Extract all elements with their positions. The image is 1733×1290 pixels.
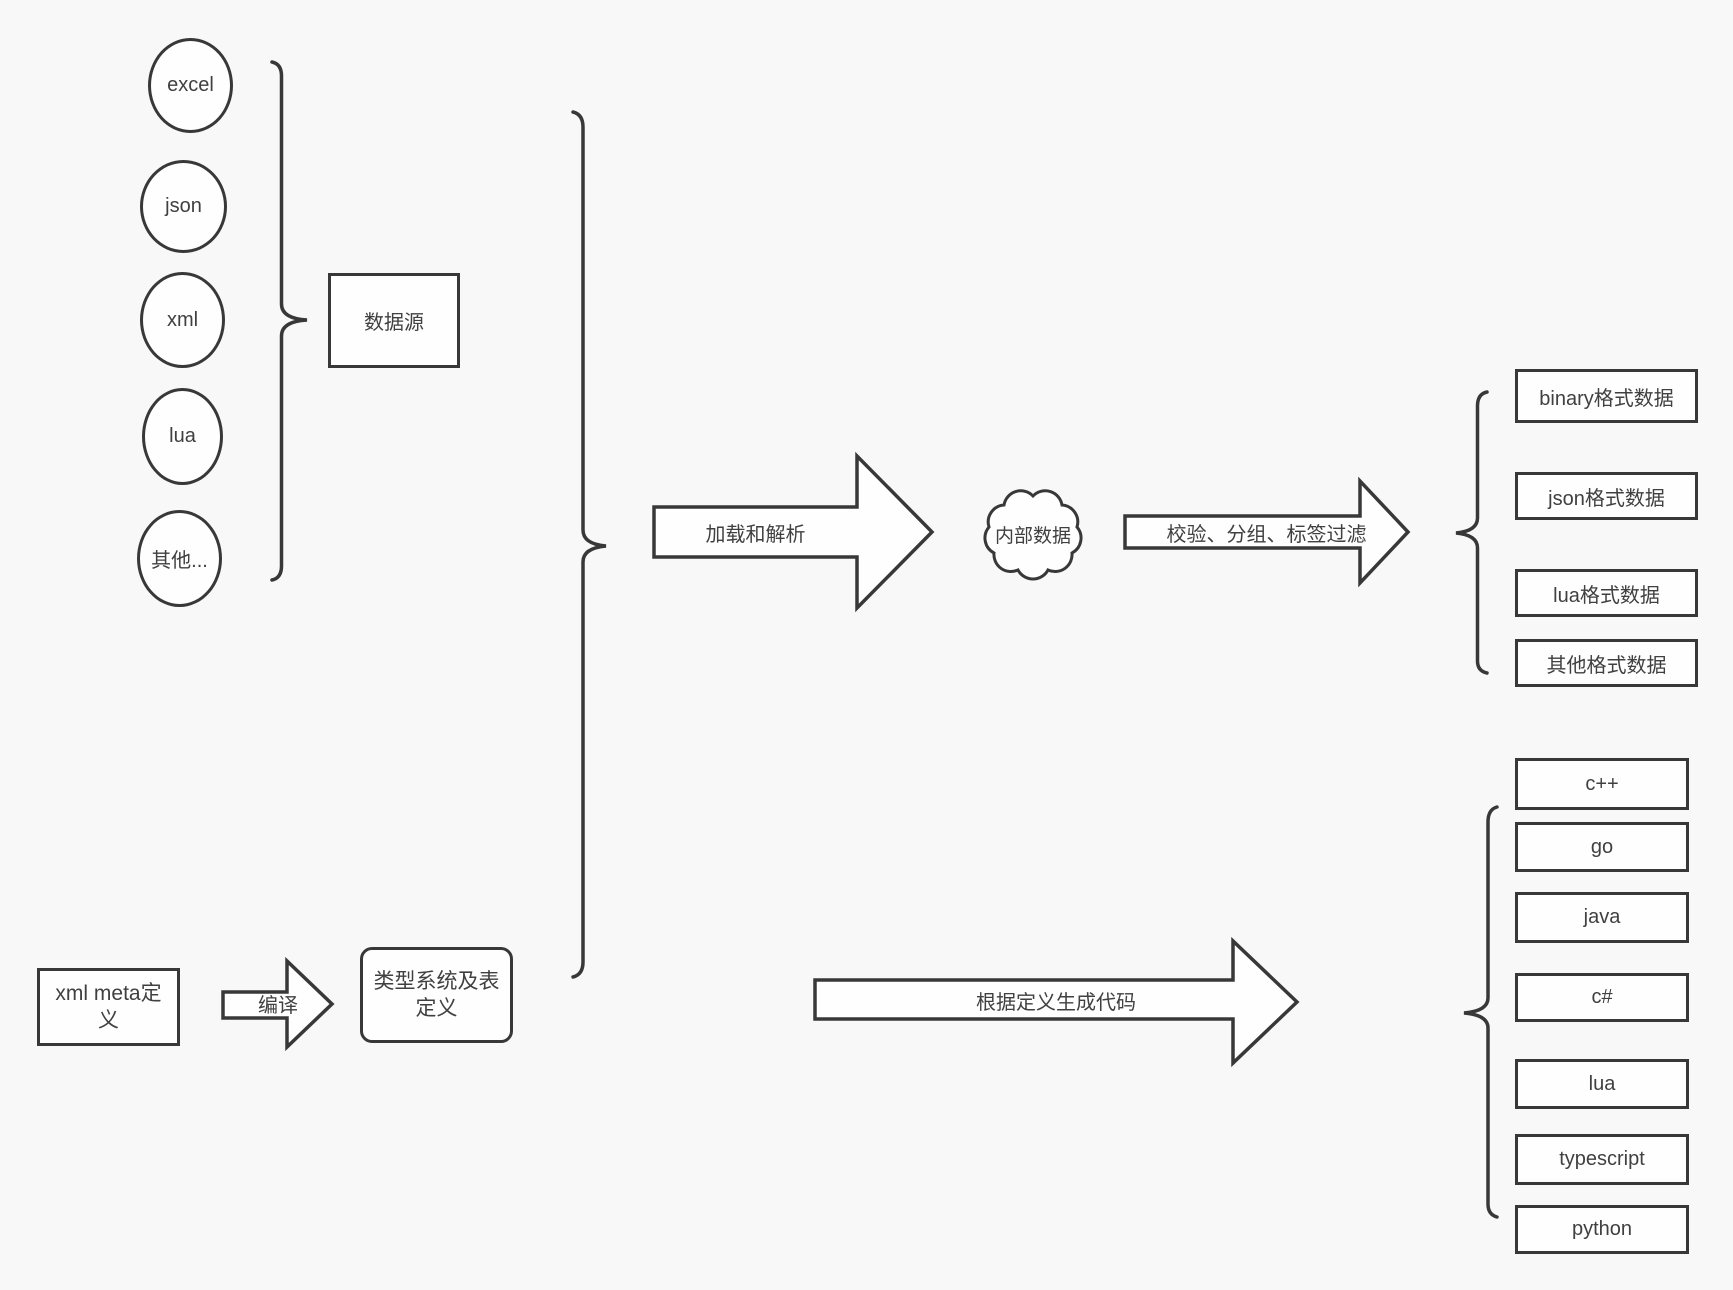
datasource-box: 数据源 xyxy=(328,273,460,368)
language-box-java: java xyxy=(1515,892,1689,943)
datasource-label: 数据源 xyxy=(364,312,424,334)
source-label-excel: excel xyxy=(167,74,214,96)
format-label-lua: lua格式数据 xyxy=(1553,584,1660,607)
type-system-label: 类型系统及表定义 xyxy=(373,969,500,1020)
cloud-internal-data xyxy=(983,489,1083,581)
language-label-lua: lua xyxy=(1588,1072,1616,1095)
language-box-cpp: c++ xyxy=(1515,758,1689,810)
language-label-csharp: c# xyxy=(1591,986,1613,1008)
language-label-go: go xyxy=(1590,835,1614,858)
language-box-typescript: typescript xyxy=(1515,1134,1689,1185)
arrow-codegen xyxy=(813,936,1300,1068)
format-label-binary: binary格式数据 xyxy=(1539,387,1674,410)
brace-formats xyxy=(1455,390,1489,675)
format-box-json: json格式数据 xyxy=(1515,472,1698,520)
brace-languages xyxy=(1463,805,1499,1219)
format-label-json: json格式数据 xyxy=(1548,487,1665,510)
xml-meta-box: xml meta定义 xyxy=(37,968,180,1046)
source-label-lua: lua xyxy=(169,425,196,447)
language-box-go: go xyxy=(1515,822,1689,872)
source-ellipse-xml: xml xyxy=(140,272,225,368)
arrow-load-parse xyxy=(652,451,935,613)
language-box-python: python xyxy=(1515,1205,1689,1254)
brace-all-inputs xyxy=(571,110,607,979)
xml-meta-label: xml meta定义 xyxy=(55,981,162,1032)
language-label-cpp: c++ xyxy=(1585,772,1619,795)
source-ellipse-excel: excel xyxy=(148,38,233,133)
language-box-csharp: c# xyxy=(1515,973,1689,1022)
arrow-compile xyxy=(221,956,335,1052)
format-box-binary: binary格式数据 xyxy=(1515,369,1698,423)
source-ellipse-other: 其他... xyxy=(137,510,222,607)
source-label-json: json xyxy=(165,195,202,217)
format-label-other: 其他格式数据 xyxy=(1546,654,1667,677)
format-box-other: 其他格式数据 xyxy=(1515,639,1698,687)
type-system-box: 类型系统及表定义 xyxy=(360,947,513,1043)
language-label-java: java xyxy=(1583,906,1621,928)
language-label-typescript: typescript xyxy=(1559,1148,1645,1170)
brace-sources xyxy=(270,60,308,582)
language-box-lua: lua xyxy=(1515,1059,1689,1109)
arrow-filter xyxy=(1123,476,1411,588)
source-ellipse-lua: lua xyxy=(142,388,223,485)
source-ellipse-json: json xyxy=(140,160,227,253)
language-label-python: python xyxy=(1571,1218,1633,1240)
source-label-other: 其他... xyxy=(151,550,208,572)
source-label-xml: xml xyxy=(166,308,199,331)
format-box-lua: lua格式数据 xyxy=(1515,569,1698,617)
internal-data-label: 内部数据 xyxy=(994,525,1071,547)
